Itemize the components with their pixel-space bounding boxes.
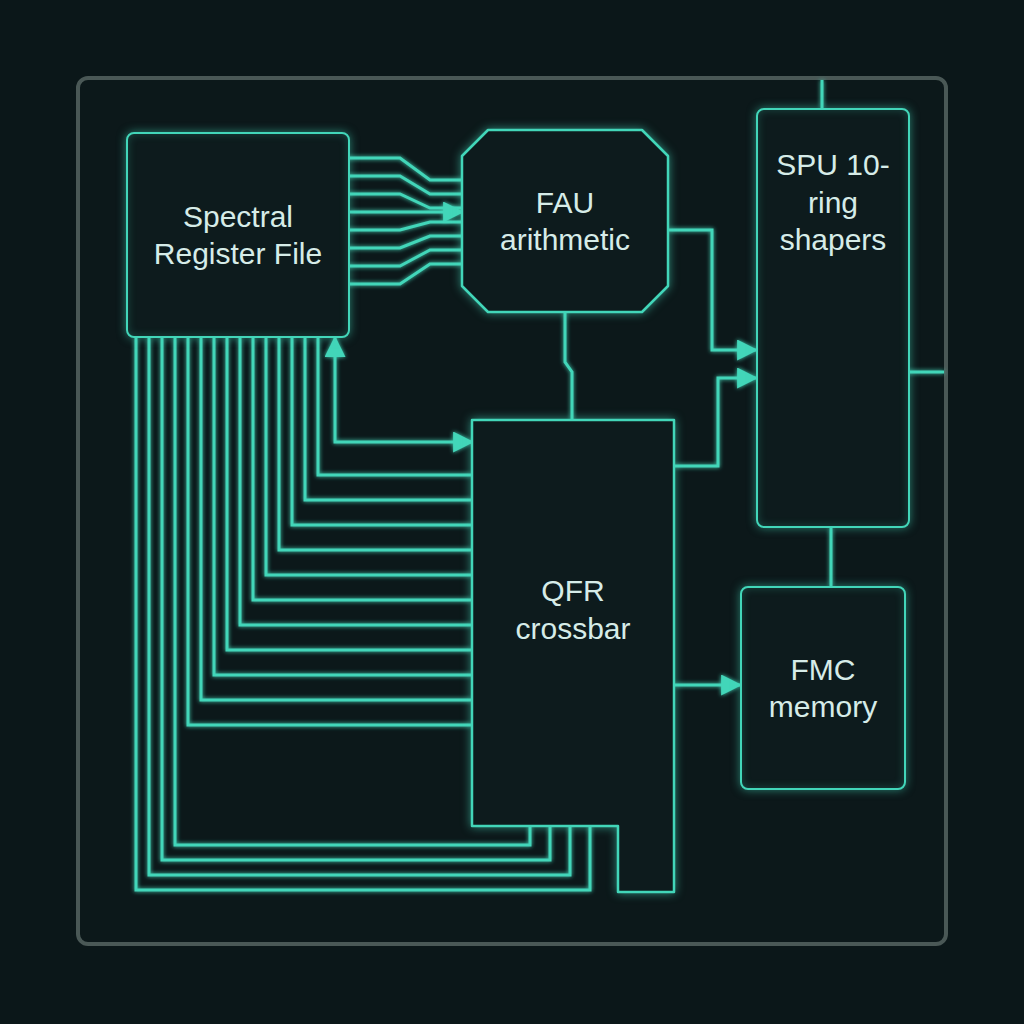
bus-line (346, 236, 464, 248)
crossbar-box: QFR crossbar (472, 420, 674, 892)
bus-line (346, 194, 464, 208)
bus-line (906, 371, 944, 374)
bus-connector (674, 378, 756, 466)
node-label: FMC memory (752, 651, 894, 726)
bus-connector (674, 684, 740, 687)
node-label: QFR crossbar (482, 572, 664, 647)
bus-line (279, 338, 472, 550)
register-file-box: Spectral Register File (126, 132, 350, 338)
bus-line (821, 80, 824, 108)
bus-line (188, 338, 472, 725)
bus-connector (668, 230, 756, 350)
bus-connector (350, 211, 462, 214)
node-outline (472, 420, 674, 892)
bus-line (305, 338, 472, 500)
bus-connector (335, 338, 472, 442)
bus-line (240, 338, 472, 625)
bus-connector (830, 528, 833, 586)
memory-box: FMC memory (740, 586, 906, 790)
bus-line (266, 338, 472, 575)
chip-outline (78, 78, 946, 944)
shaper-unit: SPU 10-ring shapers (756, 108, 910, 528)
node-label: FAU arithmetic (478, 184, 652, 259)
bus-line (318, 338, 472, 475)
node-label: Spectral Register File (142, 198, 334, 273)
bus-line (201, 338, 472, 700)
bus-line (346, 264, 464, 284)
arithmetic-unit: FAU arithmetic (462, 130, 668, 312)
bus-connector (565, 312, 572, 420)
bus-line (253, 338, 472, 600)
bus-line (214, 338, 472, 675)
node-border (462, 130, 668, 312)
node-border (472, 420, 674, 892)
bus-line (227, 338, 472, 650)
bus-line (346, 222, 464, 230)
node-label: SPU 10-ring shapers (766, 146, 900, 259)
bus-line (292, 338, 472, 525)
node-outline (462, 130, 668, 312)
bus-line (346, 176, 464, 194)
